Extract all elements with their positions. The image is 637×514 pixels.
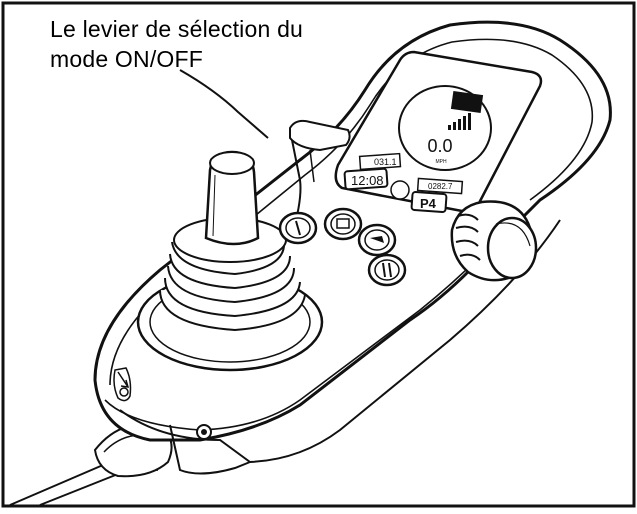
battery-icon bbox=[450, 90, 484, 114]
profile-box bbox=[410, 191, 448, 213]
callout-label: Le levier de sélection du mode ON/OFF bbox=[50, 14, 303, 74]
display-screen: 0.0 MPH 031.1 12:08 0282.7 P4 bbox=[334, 50, 543, 213]
callout-line-2: mode ON/OFF bbox=[50, 46, 204, 72]
horn-button[interactable] bbox=[357, 223, 397, 257]
battery-level-bars bbox=[448, 113, 471, 130]
speed-unit: MPH bbox=[435, 159, 447, 165]
trip-value: 0282.7 bbox=[428, 182, 453, 191]
power-icon bbox=[295, 220, 301, 236]
leader-line bbox=[179, 69, 269, 139]
profile-button[interactable] bbox=[367, 253, 407, 287]
joystick[interactable] bbox=[136, 150, 324, 372]
pause-icon bbox=[382, 262, 392, 278]
clock-box bbox=[343, 167, 389, 191]
side-port bbox=[113, 367, 132, 402]
callout-line-1: Le levier de sélection du bbox=[50, 16, 304, 42]
speed-value: 0.0 bbox=[427, 136, 452, 156]
mode-button[interactable] bbox=[323, 207, 363, 241]
power-button[interactable] bbox=[278, 211, 318, 245]
horn-icon bbox=[370, 236, 384, 243]
mode-icon bbox=[336, 218, 350, 229]
on-off-lever[interactable] bbox=[289, 119, 351, 221]
trip-box bbox=[416, 177, 464, 195]
profile-value: P4 bbox=[420, 196, 437, 211]
speed-dial-knob[interactable] bbox=[450, 200, 538, 282]
status-indicator bbox=[390, 180, 410, 200]
odometer-value: 031.1 bbox=[374, 157, 397, 167]
clock-value: 12:08 bbox=[351, 173, 384, 188]
